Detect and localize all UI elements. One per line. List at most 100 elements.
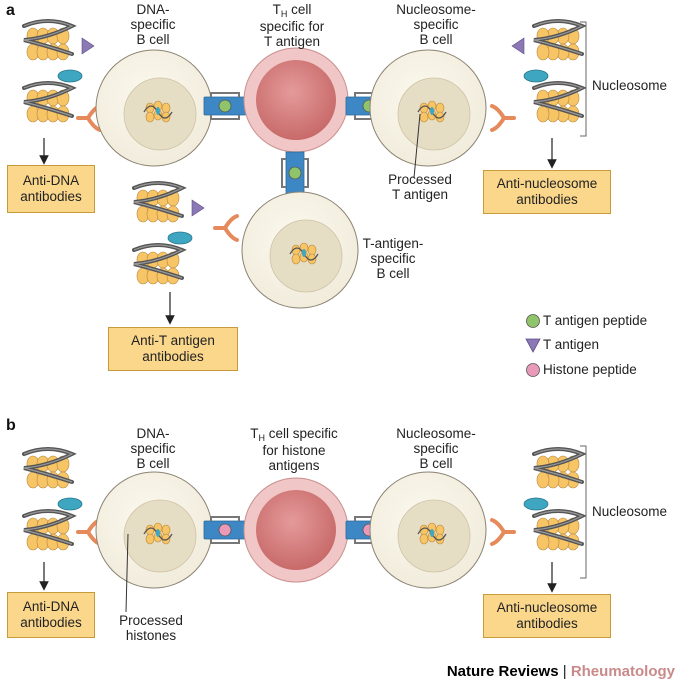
box-line: antibodies [142,349,204,364]
panel-b-processed-pointer [125,533,129,613]
label-line: specific [130,441,176,456]
label-line: specific [413,17,459,32]
teal-marker [156,529,160,537]
panel-b-right-bcr [490,518,516,546]
dna-wrap-highlight [533,448,584,483]
histone-h1-marker [167,231,193,245]
nucleosome-bottom [22,509,77,551]
label-line: T [272,2,281,17]
box-line: antibodies [20,615,82,630]
label-line: Nucleosome- [396,426,476,441]
label-line: cell specific [264,426,338,441]
box-line: antibodies [20,189,82,204]
mhc-clamp [210,92,240,120]
panel-b-left-antigen [57,497,83,511]
histone-bead [419,111,429,123]
dna-wrap-highlight [533,82,584,117]
dna-wrap-highlight [23,448,74,483]
histone-bead [536,533,550,551]
panel-b-left-connector [203,516,247,544]
histone-bead [145,111,155,123]
nucleosome-top [532,19,587,61]
box-line: Anti-nucleosome [496,176,598,191]
label-line: B cell [419,32,453,47]
label-line: T antigen [391,187,449,202]
dna-wrap-highlight [23,510,74,545]
label-line: specific for [259,19,325,34]
teal-marker [430,529,434,537]
label-line: specific [370,251,416,266]
panel-a-nucleosome-bracket-label: Nucleosome [592,78,668,93]
panel-b-processed-label: Processed histones [106,613,196,643]
panel-a-bottom-connector [281,151,309,195]
panel-a-left-connector [203,92,247,120]
panel-a-right-bcr [490,104,516,132]
histone-bead [161,102,171,114]
panel-b-nucleosome-bcell-label: Nucleosome- specific B cell [386,426,486,471]
panel-b-th-cell-label: TH cell specific for histone antigens [232,426,356,473]
t-antigen-triangle [81,37,95,55]
nucleosome-bottom [532,81,587,123]
label-subscript: H [280,9,288,19]
label-line: cell [287,2,312,17]
nucleosome-bottom [532,509,587,551]
nucleosome-top [22,19,77,61]
mhc-clamp [210,516,240,544]
histone-bead [536,105,550,123]
legend-pink-circle-icon [526,363,540,377]
box-line: Anti-T antigen [131,333,215,348]
panel-a-bottom-bcr [213,214,239,242]
box-line: antibodies [516,192,578,207]
panel-a-bottom-antigen [167,199,205,245]
processed-antigen-cluster [417,522,447,545]
panel-b-letter: b [6,417,16,434]
peptide-marker [218,523,232,537]
legend-item-t-antigen-peptide: T antigen peptide [543,313,648,328]
panel-a-processed-pointer [413,113,421,179]
histone-bead [291,253,301,265]
legend-item-t-antigen: T antigen [543,337,600,352]
t-antigen-triangle [191,199,205,217]
panel-b-nucleosome-bracket-label: Nucleosome [592,504,668,519]
footer-separator: | [562,663,567,680]
panel-b-nucleosome-bracket [580,445,587,579]
box-line: antibodies [516,616,578,631]
label-line: DNA- [136,426,170,441]
peptide-marker [288,166,302,180]
histone-bead [435,524,445,536]
histone-h1-marker [523,69,549,83]
label-line: specific [413,441,459,456]
histone-h1-marker [523,497,549,511]
processed-antigen-cluster [417,100,447,123]
panel-a-dna-bcell-label: DNA- specific B cell [108,2,198,47]
panel-a-left-antigen [57,37,95,83]
dna-wrap-highlight [23,20,74,55]
panel-a-nucleosome-bracket [580,21,587,137]
panel-b-thcell [243,477,349,583]
legend-item-histone-peptide: Histone peptide [543,362,637,377]
label-line: B cell [376,266,410,281]
panel-a-right-antigen [511,37,549,83]
nucleosome-top [22,447,77,489]
dna-wrap-highlight [533,20,584,55]
footer-journal: Rheumatology [570,663,675,680]
nucleosome-top [532,447,587,489]
panel-a-thcell [243,47,349,153]
panel-b-dna-bcell-label: DNA- specific B cell [108,426,198,471]
label-line: T antigen [263,34,321,49]
nucleosome-bottom [132,243,187,285]
panel-a-letter: a [6,2,15,19]
box-line: Anti-DNA [22,599,80,614]
label-subscript: H [258,433,265,443]
nucleosome-top [132,181,187,223]
histone-h1-marker [57,497,83,511]
thcell-nucleus [256,60,336,140]
label-line: B cell [136,32,170,47]
footer-publisher: Nature Reviews [446,663,559,680]
processed-antigen-cluster [143,100,173,123]
